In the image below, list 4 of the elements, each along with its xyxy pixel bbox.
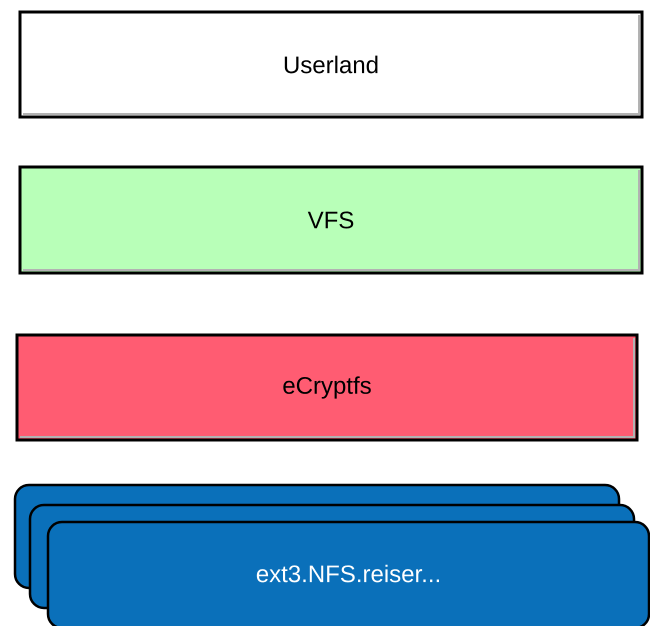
layer-box: VFS bbox=[18, 166, 644, 274]
layer-box: Userland bbox=[18, 10, 644, 118]
stacked-boxes: ext3.NFS.reiser... bbox=[14, 484, 650, 626]
layer-box: eCryptfs bbox=[16, 334, 638, 442]
